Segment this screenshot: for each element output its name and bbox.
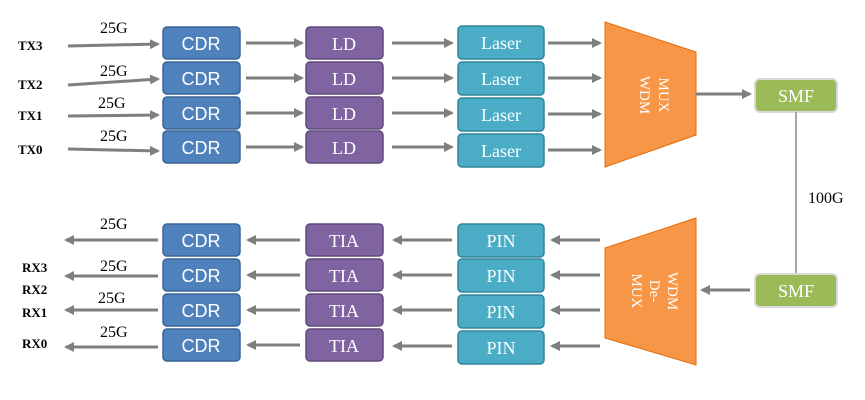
rx3-pin-block: PIN xyxy=(457,223,545,258)
tx0-input-arrow xyxy=(67,145,160,156)
tx3-rate-label: 25G xyxy=(100,20,128,37)
tx0-ld-label: LD xyxy=(332,138,356,158)
tx0-cdr-label: CDR xyxy=(182,138,221,158)
rx3-cdr-block: CDR xyxy=(162,223,241,257)
tx1-rate-label: 25G xyxy=(98,95,126,112)
rx1-cdr-block: CDR xyxy=(162,293,241,327)
tx1-cdr-block: CDR xyxy=(162,96,241,130)
tx3-ld-label: LD xyxy=(332,34,356,54)
rx2-pin-label: PIN xyxy=(486,266,515,286)
tx1-ld-block: LD xyxy=(305,96,384,130)
wdm-mux-label-line2: MUX xyxy=(655,77,671,112)
rx1-tia-label: TIA xyxy=(329,301,359,321)
tx1-label: TX1 xyxy=(18,108,43,123)
link-rate-label: 100G xyxy=(808,190,844,207)
tx2-ld-label: LD xyxy=(332,69,356,89)
tx2-cdr-label: CDR xyxy=(182,69,221,89)
wdm-demux-label-line3: MUX xyxy=(628,273,644,308)
tx1-ld-label: LD xyxy=(332,104,356,124)
rx3-cdr-label: CDR xyxy=(182,231,221,251)
tx2-laser-block: Laser xyxy=(457,61,545,96)
rx0-pin-block: PIN xyxy=(457,330,545,365)
tx3-label: TX3 xyxy=(18,38,43,53)
rx0-tia-block: TIA xyxy=(305,328,384,362)
smf-rx-block: SMF xyxy=(754,273,838,308)
rx1-label: RX1 xyxy=(22,305,47,320)
wdm-demux-label-line2: De- xyxy=(646,280,662,303)
rx1-rate-label: 25G xyxy=(98,290,126,307)
rx2-pin-block: PIN xyxy=(457,258,545,293)
rx2-tia-block: TIA xyxy=(305,258,384,292)
tx2-laser-label: Laser xyxy=(481,69,521,89)
rx0-cdr-block: CDR xyxy=(162,328,241,362)
tx0-laser-label: Laser xyxy=(481,141,521,161)
rx1-cdr-label: CDR xyxy=(182,301,221,321)
tx0-rate-label: 25G xyxy=(100,128,128,145)
tx3-cdr-block: CDR xyxy=(162,26,241,60)
rx1-tia-block: TIA xyxy=(305,293,384,327)
tx3-laser-label: Laser xyxy=(481,33,521,53)
smf-tx-block: SMF xyxy=(754,78,838,113)
rx0-cdr-label: CDR xyxy=(182,336,221,356)
rx3-tia-label: TIA xyxy=(329,231,359,251)
rx3-rate-label: 25G xyxy=(100,216,128,233)
rx0-rate-label: 25G xyxy=(100,324,128,341)
rx2-tia-label: TIA xyxy=(329,266,359,286)
rx2-label: RX2 xyxy=(22,282,47,297)
rx1-pin-block: PIN xyxy=(457,294,545,329)
tx0-label: TX0 xyxy=(18,142,43,157)
rx2-cdr-label: CDR xyxy=(182,266,221,286)
rx0-tia-label: TIA xyxy=(329,336,359,356)
tx2-rate-label: 25G xyxy=(100,63,128,80)
tx0-cdr-block: CDR xyxy=(162,130,241,164)
tx3-cdr-label: CDR xyxy=(182,34,221,54)
tx0-laser-block: Laser xyxy=(457,133,545,168)
rx3-tia-block: TIA xyxy=(305,223,384,257)
tx3-input-arrow xyxy=(67,39,160,50)
tx1-cdr-label: CDR xyxy=(182,104,221,124)
tx1-input-arrow xyxy=(67,110,160,121)
rx0-label: RX0 xyxy=(22,336,47,351)
rx2-rate-label: 25G xyxy=(100,258,128,275)
tx2-label: TX2 xyxy=(18,77,43,92)
tx0-ld-block: LD xyxy=(305,130,384,164)
rx0-pin-label: PIN xyxy=(486,338,515,358)
tx1-laser-block: Laser xyxy=(457,97,545,132)
wdm-demux-label-line1: WDM xyxy=(664,272,680,310)
smf-tx-label: SMF xyxy=(778,86,814,106)
wdm-mux-label-line1: WDM xyxy=(636,76,652,114)
wdm-mux-block: WDM MUX xyxy=(604,21,697,168)
tx2-ld-block: LD xyxy=(305,61,384,95)
rx3-pin-label: PIN xyxy=(486,231,515,251)
rx3-label: RX3 xyxy=(22,260,48,275)
wdm-demux-block: WDM De- MUX xyxy=(604,217,697,366)
tx1-laser-label: Laser xyxy=(481,105,521,125)
tx2-input-arrow xyxy=(67,74,160,87)
tx3-ld-block: LD xyxy=(305,26,384,60)
smf-rx-label: SMF xyxy=(778,281,814,301)
tx3-laser-block: Laser xyxy=(457,25,545,60)
rx2-cdr-block: CDR xyxy=(162,258,241,292)
rx1-pin-label: PIN xyxy=(486,302,515,322)
tx2-cdr-block: CDR xyxy=(162,61,241,95)
